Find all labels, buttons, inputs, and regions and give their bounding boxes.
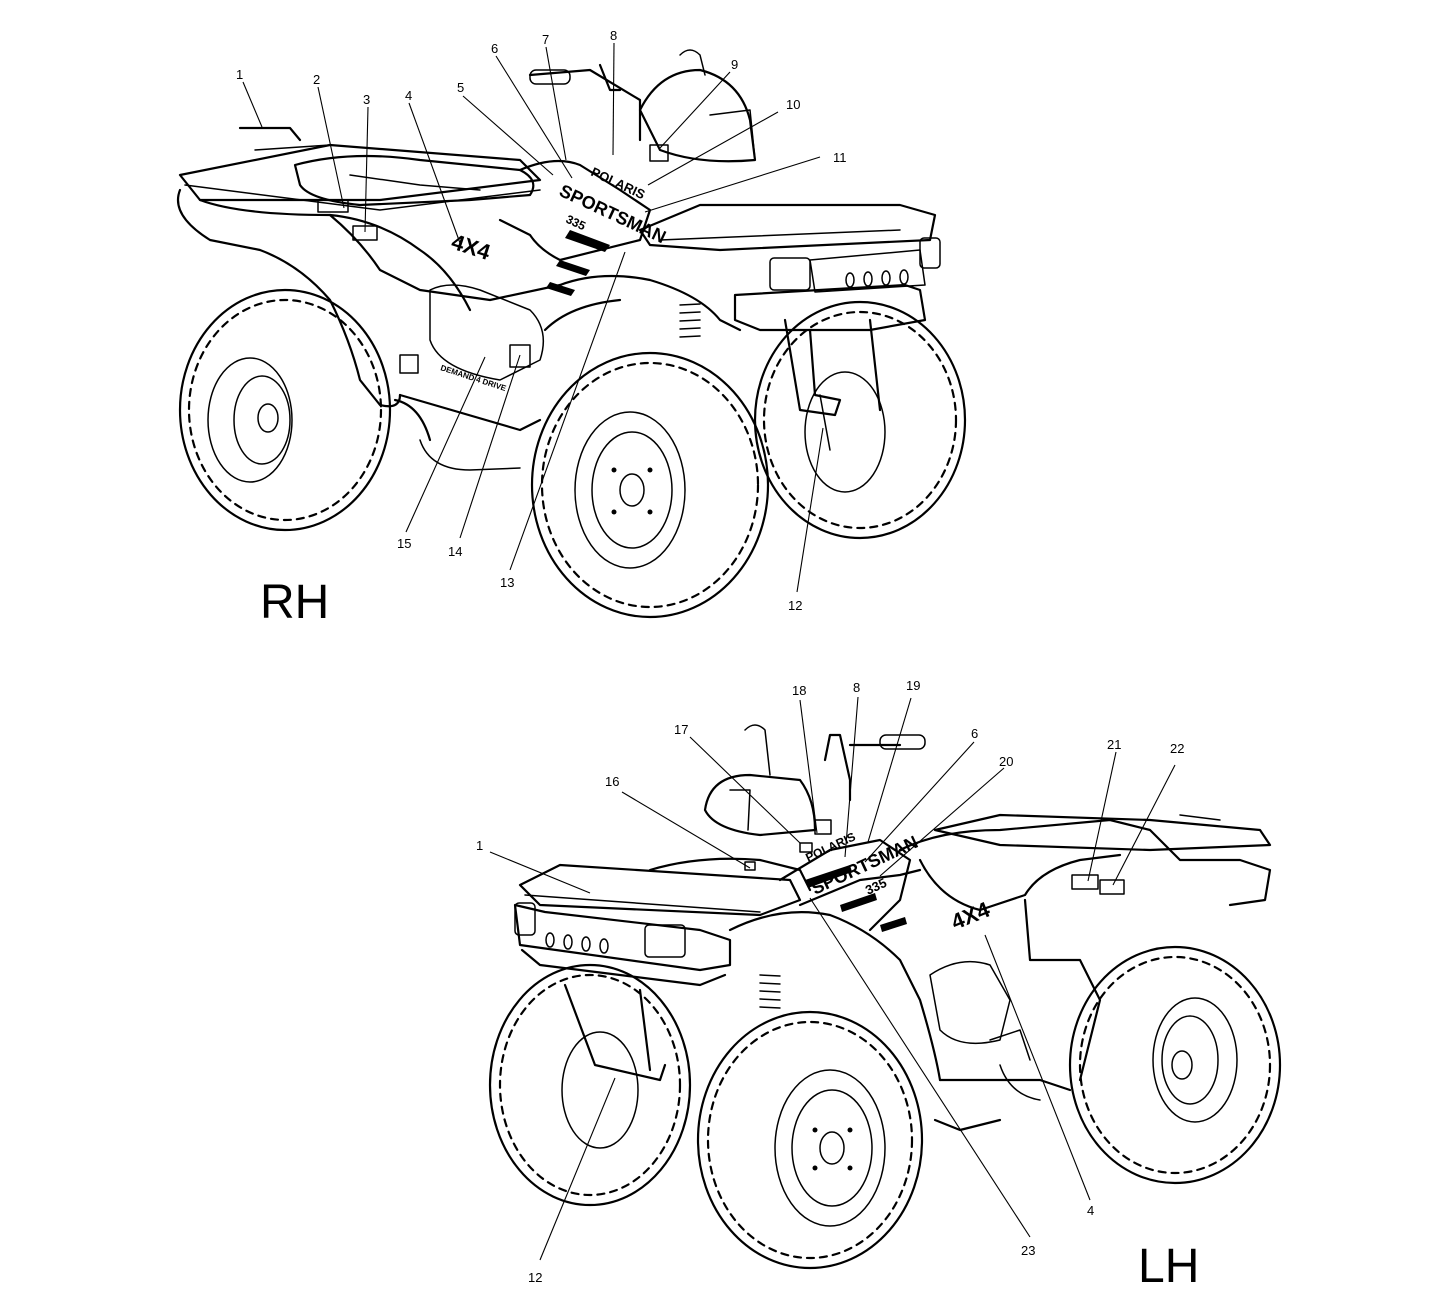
lh-callout-23: 23 xyxy=(1021,1243,1035,1258)
lh-callout-12: 12 xyxy=(528,1270,542,1285)
lh-callout-4: 4 xyxy=(1087,1203,1094,1218)
svg-text:335: 335 xyxy=(564,212,588,233)
lh-callout-22: 22 xyxy=(1170,741,1184,756)
lh-callout-6: 6 xyxy=(971,726,978,741)
rh-callouts: 1 2 3 4 5 6 7 8 9 10 11 12 13 14 15 xyxy=(236,28,847,613)
lh-rear-wheel xyxy=(1068,945,1282,1185)
rh-callout-5: 5 xyxy=(457,80,464,95)
svg-text:DEMAND 4 DRIVE: DEMAND 4 DRIVE xyxy=(439,363,508,393)
rh-front-wheel xyxy=(530,351,770,619)
lh-callout-17: 17 xyxy=(674,722,688,737)
lh-atv-drawing: POLARIS SPORTSMAN 335 4X4 xyxy=(488,724,1282,1270)
lh-callout-21: 21 xyxy=(1107,737,1121,752)
rh-callout-4: 4 xyxy=(405,88,412,103)
rh-callout-13: 13 xyxy=(500,575,514,590)
svg-text:4X4: 4X4 xyxy=(948,897,994,935)
lh-callout-1: 1 xyxy=(476,838,483,853)
rh-callout-11: 11 xyxy=(833,150,847,165)
rh-leader-lines xyxy=(242,42,824,593)
rh-callout-15: 15 xyxy=(397,536,411,551)
rh-callout-6: 6 xyxy=(491,41,498,56)
lh-callout-16: 16 xyxy=(605,774,619,789)
rh-far-front-wheel xyxy=(753,300,967,540)
lh-leader-lines xyxy=(489,696,1176,1261)
rh-callout-12: 12 xyxy=(788,598,802,613)
rh-rear-wheel xyxy=(178,288,392,532)
rh-callout-10: 10 xyxy=(786,97,800,112)
lh-callout-18: 18 xyxy=(792,683,806,698)
rh-callout-14: 14 xyxy=(448,544,462,559)
rh-callout-2: 2 xyxy=(313,72,320,87)
lh-side-label: LH xyxy=(1138,1240,1199,1293)
lh-callout-20: 20 xyxy=(999,754,1013,769)
rh-atv-drawing: POLARIS SPORTSMAN 335 4X4 DEMAND 4 DRIVE xyxy=(176,49,967,619)
lh-far-front-wheel xyxy=(488,963,692,1207)
lh-front-wheel xyxy=(696,1010,924,1270)
rh-callout-1: 1 xyxy=(236,67,243,82)
lh-callouts: 1 16 17 18 8 19 6 20 21 22 4 23 12 xyxy=(476,678,1184,1285)
rh-callout-3: 3 xyxy=(363,92,370,107)
svg-text:4X4: 4X4 xyxy=(448,229,494,265)
rh-callout-9: 9 xyxy=(731,57,738,72)
rh-callout-7: 7 xyxy=(542,32,549,47)
rh-callout-8: 8 xyxy=(610,28,617,43)
lh-callout-19: 19 xyxy=(906,678,920,693)
rh-side-label: RH xyxy=(260,576,329,629)
lh-callout-8: 8 xyxy=(853,680,860,695)
